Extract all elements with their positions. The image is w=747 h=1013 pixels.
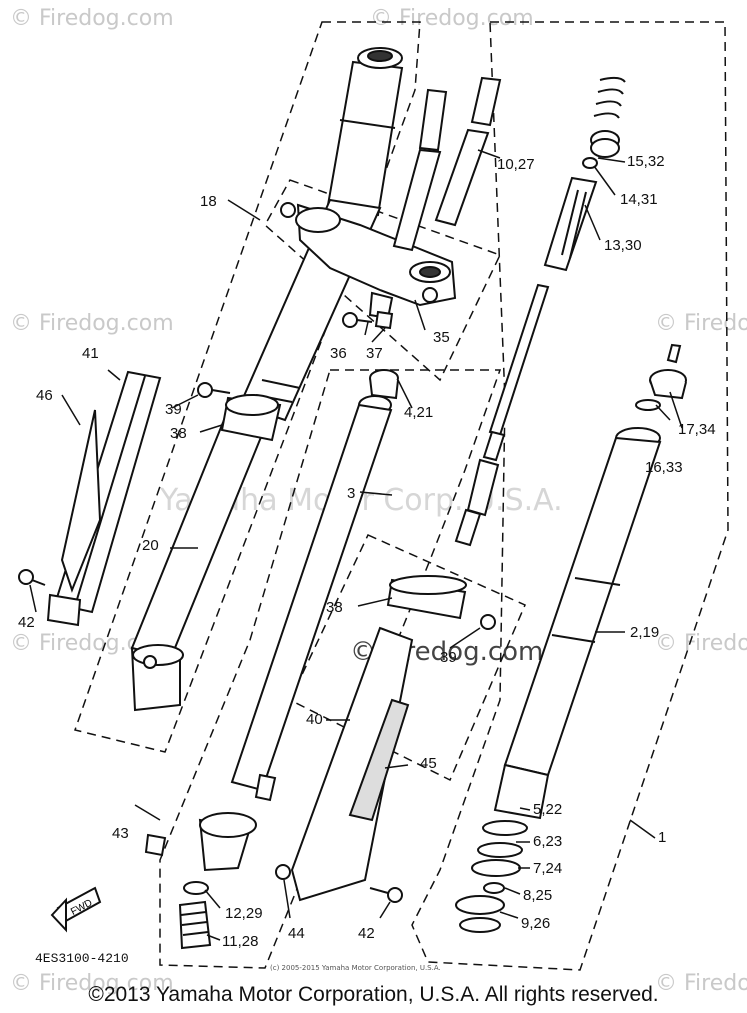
callout-14-31: 14,31	[620, 191, 658, 208]
part-number: 4ES3100-4210	[35, 951, 129, 966]
assembly-outlines	[74, 21, 729, 971]
spring-11-28	[178, 900, 212, 950]
callout-13-30: 13,30	[604, 237, 642, 254]
bolt-44	[275, 864, 291, 880]
callout-35: 35	[433, 329, 450, 346]
callout-8-25: 8,25	[523, 887, 552, 904]
fwd-arrow-icon: FWD	[50, 886, 102, 933]
watermark-bottom-right: © Firedog.com	[655, 971, 747, 996]
watermark-bottom-left: © Firedog.com	[10, 971, 174, 996]
callout-39-lower: 39	[440, 649, 457, 666]
callout-9-26: 9,26	[521, 915, 550, 932]
callout-42-left: 42	[18, 614, 35, 631]
watermark-top-left: © Firedog.com	[10, 6, 174, 31]
bolts-36-37	[342, 310, 394, 330]
callout-2-19: 2,19	[630, 624, 659, 641]
callout-4-21: 4,21	[404, 404, 433, 421]
lower-clamp-38-lower	[386, 575, 467, 620]
rod-upper	[392, 88, 448, 252]
spring-15-32	[543, 76, 626, 272]
outline-guard-group	[289, 534, 526, 782]
watermark-right-mid: © Firedog.com	[655, 311, 747, 336]
axle-holder-left	[198, 773, 277, 872]
callout-labels: 18 10,27 15,32 14,31 13,30 35 36 37 4,21…	[18, 153, 716, 950]
watermark-top-mid: © Firedog.com	[370, 6, 534, 31]
callout-5-22: 5,22	[533, 801, 562, 818]
bolt-39-lower	[480, 614, 496, 630]
callout-45: 45	[420, 755, 437, 772]
callout-16-33: 16,33	[645, 459, 683, 476]
outer-tube-left	[130, 408, 270, 712]
callout-36: 36	[330, 345, 347, 362]
callout-7-24: 7,24	[533, 860, 562, 877]
callout-46: 46	[36, 387, 53, 404]
guard-plate-46	[60, 409, 102, 593]
callout-44: 44	[288, 925, 305, 942]
guard-40	[290, 626, 414, 902]
copyright-footer: ©2013 Yamaha Motor Corporation, U.S.A. A…	[88, 983, 659, 1006]
callout-38-upper: 38	[170, 425, 187, 442]
seals-stack	[455, 820, 528, 933]
callout-38-lower: 38	[326, 599, 343, 616]
guard-plate-45	[348, 698, 410, 822]
callout-37: 37	[366, 345, 383, 362]
inner-tube-left	[238, 47, 404, 422]
callout-39-upper: 39	[165, 401, 182, 418]
callout-40: 40	[306, 711, 323, 728]
callout-20: 20	[142, 537, 159, 554]
collar-4-21	[369, 369, 399, 400]
lower-clamp-38-upper	[220, 394, 282, 442]
oring-16-33	[635, 399, 661, 411]
fork-guard-41	[46, 370, 162, 627]
outline-bracket-group	[264, 179, 502, 382]
tiny-copyright: (c) 2005-2015 Yamaha Motor Corporation, …	[270, 964, 441, 972]
upper-bracket	[280, 202, 457, 320]
callout-42-lower: 42	[358, 925, 375, 942]
cap-bolt-17-34	[649, 343, 687, 400]
callout-6-23: 6,23	[533, 833, 562, 850]
outline-inner-tube-group	[74, 21, 421, 753]
callout-12-29: 12,29	[225, 905, 263, 922]
watermark-left-mid: © Firedog.com	[10, 311, 174, 336]
callout-15-32: 15,32	[627, 153, 665, 170]
outline-lower-assembly	[159, 369, 502, 969]
callout-11-28: 11,28	[222, 933, 258, 950]
callout-1: 1	[658, 829, 666, 846]
callout-3: 3	[347, 485, 355, 502]
bolt-42-left	[18, 569, 46, 586]
outer-tube-right	[493, 427, 662, 820]
callout-41: 41	[82, 345, 99, 362]
callout-10-27: 10,27	[497, 156, 535, 173]
leader-lines	[29, 149, 683, 941]
bolt-39-upper	[197, 382, 231, 398]
watermark-right-low: © Firedog.com	[655, 631, 747, 656]
damper-rod	[454, 283, 550, 547]
callout-17-34: 17,34	[678, 421, 716, 438]
callout-18: 18	[200, 193, 217, 210]
callout-43: 43	[112, 825, 129, 842]
spring-seat-12-29	[183, 881, 209, 895]
cap-43	[144, 833, 167, 857]
outline-right-fork-assembly	[411, 21, 729, 971]
spacer-10-27	[434, 76, 502, 227]
bolt-42-lower	[369, 887, 403, 903]
